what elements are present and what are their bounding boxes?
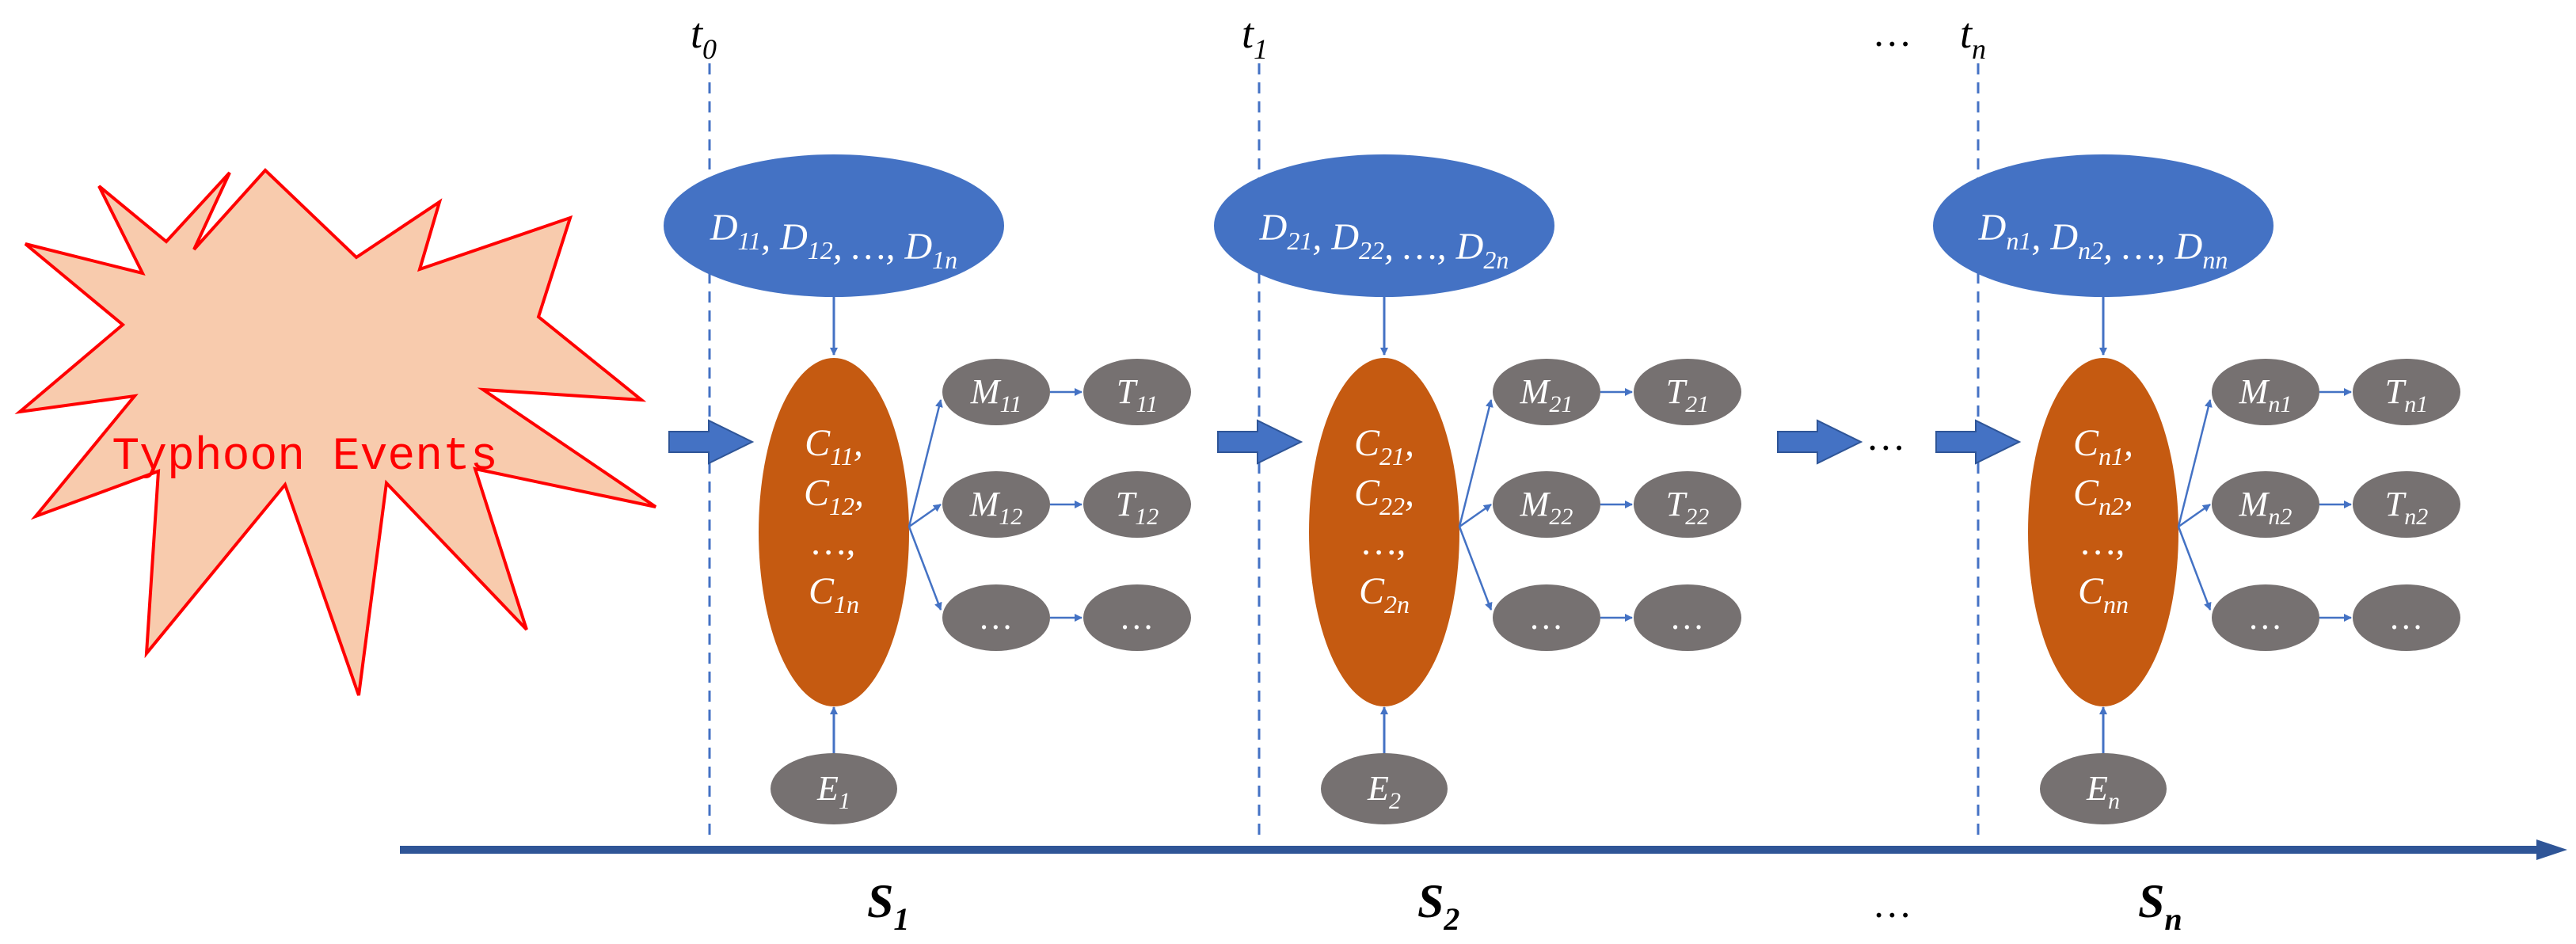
c-node [2028,358,2178,706]
time-label-0: t0 [691,10,717,65]
c-node [1309,358,1459,706]
t-node-label: T11 [1117,372,1158,417]
e-node-label: E2 [1367,769,1401,814]
s-label-n: Sn [2138,875,2182,937]
flow-arrow-burst-to-s1 [668,419,755,465]
d-node [664,154,1004,297]
m-node-label: … [1531,598,1562,637]
t-node-label: T12 [1116,485,1159,530]
arrow-c-to-m [2177,526,2212,611]
e-node [771,753,897,824]
s-label-1: S1 [867,875,909,937]
s-label-2: S2 [1417,875,1459,937]
t-node [1083,359,1191,425]
c-node-line: C2n [1359,570,1410,619]
c-node [759,358,909,706]
m-node [2212,471,2319,538]
m-node-label: M11 [970,372,1022,417]
time-label-n: tn [1960,10,1986,65]
c-node-line: …, [812,521,856,563]
t-node [1634,359,1741,425]
arrow-c-to-m [2178,503,2211,528]
m-node [1493,359,1600,425]
m-node [942,471,1050,538]
t-node-label: … [1121,598,1152,637]
flow-arrows: … [668,414,2022,465]
arrow-c-to-m [1458,526,1493,611]
t-node [1634,471,1741,538]
t-node [2353,584,2460,651]
arrow-c-to-m [2177,399,2213,527]
m-node-label: Mn2 [2239,485,2293,530]
m-node-label: Mn1 [2239,372,2293,417]
d-node-label: Dn1, Dn2, …, Dnn [1978,207,2228,274]
m-node-label: M21 [1520,372,1573,417]
e-node-label: E1 [816,769,850,814]
m-node-label: … [2250,598,2281,637]
m-node [2212,584,2319,651]
arrow-c-to-m [1458,399,1493,527]
arrow-c-to-m [908,503,942,528]
t-node-label: … [1672,598,1703,637]
d-node-label: D21, D22, …, D2n [1259,207,1509,274]
c-node-line: …, [2082,521,2125,563]
d-node [1933,154,2274,297]
time-ellipsis: … [1875,10,1910,55]
m-node-label: … [980,598,1011,637]
typhoon-events-burst: Typhoon Events [14,168,657,696]
t-node [1634,584,1741,651]
arrow-c-to-m [907,526,942,611]
m-node [1493,471,1600,538]
e-node [2040,753,2167,824]
m-node [2212,359,2319,425]
m-node [942,359,1050,425]
m-node-label: M12 [969,485,1023,530]
t-node [2353,359,2460,425]
t-node-label: Tn2 [2385,485,2428,530]
m-node [1493,584,1600,651]
c-node-line: Cn2, [2073,472,2133,520]
timeline-arrowhead [2536,839,2567,860]
t-node-label: … [2391,598,2422,637]
c-node-line: C22, [1354,472,1414,520]
t-node [1083,471,1191,538]
c-node-line: C21, [1354,422,1414,470]
c-node-line: C1n [809,570,859,619]
t-node-label: Tn1 [2385,372,2428,417]
arrow-c-to-m [1459,503,1492,528]
flow-ellipsis: … [1869,414,1904,459]
flow-arrow-s1-to-s2 [1217,419,1303,465]
flow-arrow-s2-to-ellipsis [1777,419,1863,465]
m-node [942,584,1050,651]
m-node-label: M22 [1520,485,1573,530]
s-ellipsis: … [1875,881,1910,926]
c-node-line: Cnn [2078,570,2129,619]
c-node-line: Cn1, [2073,422,2133,470]
t-node-label: T21 [1666,372,1709,417]
e-node-label: En [2086,769,2120,814]
flow-arrow-ellipsis-to-sn [1935,419,2022,465]
d-node-label: D11, D12, …, D1n [710,207,957,274]
burst-label: Typhoon Events [112,432,497,483]
c-node-line: C11, [805,422,863,470]
c-node-line: C12, [804,472,864,520]
t-node [2353,471,2460,538]
time-label-1: t1 [1242,10,1268,65]
arrow-c-to-m [907,399,943,527]
t-node [1083,584,1191,651]
d-node [1214,154,1554,297]
t-node-label: T22 [1666,485,1709,530]
c-node-line: …, [1363,521,1406,563]
e-node [1321,753,1448,824]
burst-shape [14,168,657,696]
